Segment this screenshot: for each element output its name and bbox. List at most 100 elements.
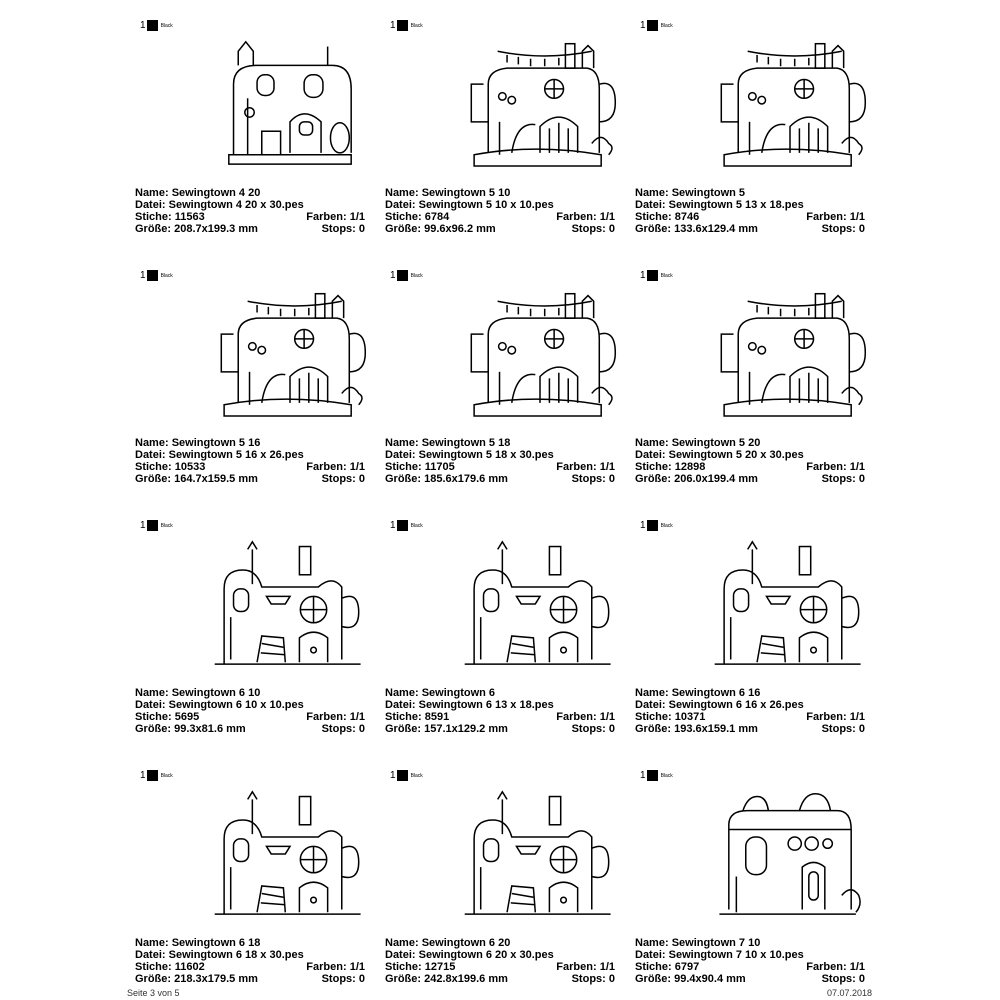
design-size: Größe: 208.7x199.3 mm [135,223,258,235]
color-name: Black [410,272,423,279]
design-stops: Stops: 0 [321,973,365,985]
design-file: Datei: Sewingtown 5 10 x 10.pes [385,199,554,211]
design-colors: Farben: 1/1 [306,461,365,473]
sewing-machine-design-image [719,792,861,915]
design-colors: Farben: 1/1 [556,961,615,973]
design-file: Datei: Sewingtown 5 20 x 30.pes [635,449,804,461]
color-index: 1 [640,20,646,31]
design-stops: Stops: 0 [821,973,865,985]
design-size: Größe: 164.7x159.5 mm [135,473,258,485]
design-name: Name: Sewingtown 6 18 [135,937,261,949]
design-stitches: Stiche: 6784 [385,211,450,223]
design-info: Name: Sewingtown 5 Datei: Sewingtown 5 1… [635,187,865,235]
sewing-machine-design-image [720,42,867,167]
color-index: 1 [140,770,146,781]
design-file: Datei: Sewingtown 6 18 x 30.pes [135,949,304,961]
color-name: Black [410,772,423,779]
design-file: Datei: Sewingtown 6 16 x 26.pes [635,699,804,711]
design-colors: Farben: 1/1 [306,211,365,223]
design-colors: Farben: 1/1 [556,711,615,723]
design-file: Datei: Sewingtown 5 13 x 18.pes [635,199,804,211]
sewing-machine-design-image [464,790,611,915]
design-size: Größe: 242.8x199.6 mm [385,973,508,985]
design-stops: Stops: 0 [821,223,865,235]
design-stops: Stops: 0 [821,473,865,485]
color-swatch [646,520,658,531]
color-name: Black [410,522,423,529]
design-stitches: Stiche: 11602 [135,961,205,973]
color-swatch [646,770,658,781]
sewing-machine-design-image [720,292,867,417]
print-date: 07.07.2018 [827,988,873,998]
color-name: Black [660,272,673,279]
sewing-machine-design-image [220,292,367,417]
color-swatch [646,20,658,31]
design-info: Name: Sewingtown 6 Datei: Sewingtown 6 1… [385,687,615,735]
design-colors: Farben: 1/1 [806,461,865,473]
design-size: Größe: 206.0x199.4 mm [635,473,758,485]
design-name: Name: Sewingtown 4 20 [135,187,261,199]
design-name: Name: Sewingtown 6 10 [135,687,261,699]
design-file: Datei: Sewingtown 7 10 x 10.pes [635,949,804,961]
color-swatch [396,270,408,281]
color-swatch [396,770,408,781]
design-name: Name: Sewingtown 5 16 [135,437,261,449]
design-info: Name: Sewingtown 5 10 Datei: Sewingtown … [385,187,615,235]
color-index: 1 [640,770,646,781]
design-stitches: Stiche: 10371 [635,711,706,723]
design-colors: Farben: 1/1 [556,461,615,473]
design-name: Name: Sewingtown 5 20 [635,437,761,449]
design-card: 1 Black Name: Sewingtown 5 20 Datei: Sewi… [635,260,867,500]
design-info: Name: Sewingtown 7 10 Datei: Sewingtown … [635,937,865,985]
design-size: Größe: 99.3x81.6 mm [135,723,246,735]
design-colors: Farben: 1/1 [806,211,865,223]
color-index: 1 [140,520,146,531]
design-stitches: Stiche: 10533 [135,461,206,473]
color-swatch [146,20,158,31]
design-info: Name: Sewingtown 5 16 Datei: Sewingtown … [135,437,365,485]
design-info: Name: Sewingtown 6 18 Datei: Sewingtown … [135,937,365,985]
color-swatch [396,520,408,531]
color-index: 1 [640,270,646,281]
sewing-machine-design-image [464,540,611,665]
design-info: Name: Sewingtown 4 20 Datei: Sewingtown … [135,187,365,235]
design-stitches: Stiche: 5695 [135,711,200,723]
sewing-machine-design-image [714,540,861,665]
design-file: Datei: Sewingtown 6 10 x 10.pes [135,699,304,711]
design-info: Name: Sewingtown 5 18 Datei: Sewingtown … [385,437,615,485]
design-size: Größe: 133.6x129.4 mm [635,223,758,235]
design-info: Name: Sewingtown 6 16 Datei: Sewingtown … [635,687,865,735]
color-index: 1 [140,270,146,281]
design-name: Name: Sewingtown 5 [635,187,746,199]
design-info: Name: Sewingtown 5 20 Datei: Sewingtown … [635,437,865,485]
color-index: 1 [140,20,146,31]
design-stops: Stops: 0 [571,723,615,735]
design-file: Datei: Sewingtown 6 13 x 18.pes [385,699,554,711]
design-stitches: Stiche: 11563 [135,211,205,223]
design-info: Name: Sewingtown 6 10 Datei: Sewingtown … [135,687,365,735]
design-stops: Stops: 0 [571,223,615,235]
color-name: Black [410,22,423,29]
design-size: Größe: 185.6x179.6 mm [385,473,508,485]
color-index: 1 [390,770,396,781]
design-stitches: Stiche: 8746 [635,211,700,223]
design-stitches: Stiche: 12715 [385,961,456,973]
design-colors: Farben: 1/1 [806,961,865,973]
